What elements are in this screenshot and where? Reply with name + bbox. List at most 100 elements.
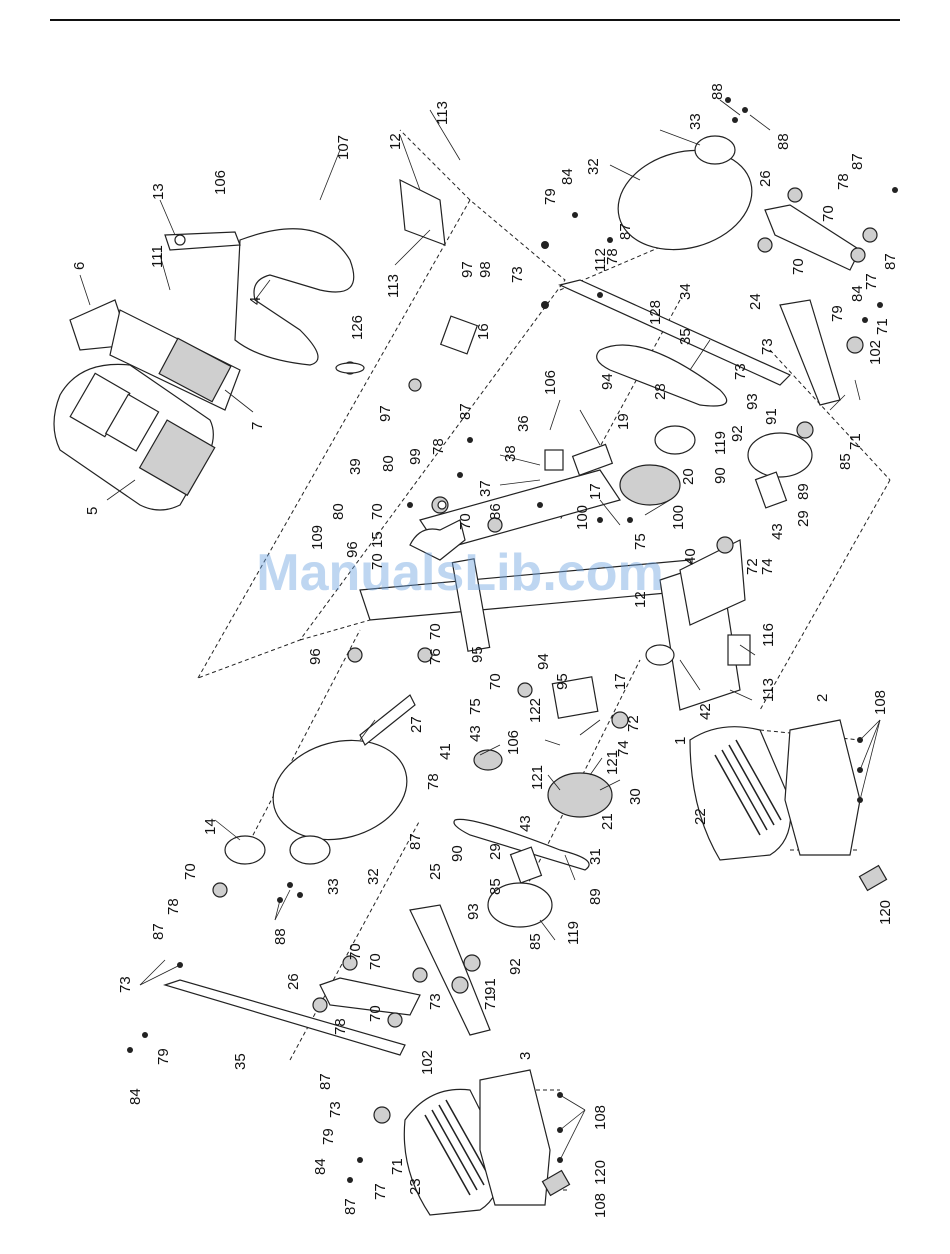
part-label: 113 xyxy=(385,274,402,298)
part-label: 111 xyxy=(149,245,166,268)
part-label: 95 xyxy=(554,673,571,690)
part-label: 80 xyxy=(380,455,397,472)
part-label: 95 xyxy=(469,646,486,663)
spring-126 xyxy=(335,362,365,374)
part-label: 17 xyxy=(587,483,604,500)
part-label: 28 xyxy=(652,383,669,400)
part-label: 14 xyxy=(202,818,219,835)
part-label: 119 xyxy=(712,431,729,455)
part-label: 85 xyxy=(487,878,504,895)
part-label: 31 xyxy=(587,848,604,865)
pedal-plate-3 xyxy=(479,1069,551,1206)
part-label: 78 xyxy=(604,248,621,265)
part-label: 70 xyxy=(487,673,504,690)
part-label: 86 xyxy=(487,503,504,520)
main-frame xyxy=(359,469,746,711)
part-label: 78 xyxy=(430,438,447,455)
part-label: 35 xyxy=(677,328,694,345)
part-label: 7 xyxy=(249,422,266,430)
console-group xyxy=(53,178,446,511)
part-label: 19 xyxy=(615,413,632,430)
part-label: 26 xyxy=(285,973,302,990)
part-label: 21 xyxy=(599,813,616,830)
plate-122 xyxy=(551,676,599,719)
part-label: 70 xyxy=(182,863,199,880)
part-label: 16 xyxy=(475,323,492,340)
part-label: 102 xyxy=(419,1050,436,1075)
part-label: 84 xyxy=(559,168,576,185)
part-label: 112 xyxy=(592,248,609,272)
part-label: 120 xyxy=(877,900,894,925)
belt-31 xyxy=(453,818,590,871)
part-label: 121 xyxy=(529,765,546,790)
part-label: 88 xyxy=(775,133,792,150)
console-tray xyxy=(158,337,232,403)
part-label: 71 xyxy=(482,993,499,1010)
part-label: 79 xyxy=(320,1128,337,1145)
part-label: 70 xyxy=(347,943,364,960)
part-label: 78 xyxy=(425,773,442,790)
part-label: 43 xyxy=(467,725,484,742)
foot-120-right xyxy=(858,864,888,892)
block-38 xyxy=(544,449,564,471)
arm-35-upper xyxy=(558,279,792,386)
part-label: 79 xyxy=(829,305,846,322)
foot-120-left xyxy=(541,1169,571,1197)
part-label: 70 xyxy=(790,258,807,275)
disc-119-upper xyxy=(747,432,813,478)
mount-116 xyxy=(727,634,751,666)
part-label: 70 xyxy=(367,953,384,970)
part-label: 126 xyxy=(349,315,366,340)
part-label: 74 xyxy=(759,558,776,575)
part-label: 78 xyxy=(165,898,182,915)
part-label: 102 xyxy=(867,340,884,365)
disc-32-lower xyxy=(272,739,408,841)
part-label: 91 xyxy=(763,408,780,425)
part-label: 39 xyxy=(347,458,364,475)
part-label: 2 xyxy=(814,694,831,702)
disc-119-lower xyxy=(487,882,553,928)
part-label: 93 xyxy=(744,393,761,410)
part-label: 6 xyxy=(71,262,88,270)
part-label: 107 xyxy=(335,135,352,160)
part-label: 73 xyxy=(117,976,134,993)
part-label: 75 xyxy=(467,698,484,715)
pulley-41 xyxy=(473,749,503,771)
part-label: 4 xyxy=(247,297,264,305)
part-label: 35 xyxy=(232,1053,249,1070)
part-label: 94 xyxy=(535,653,552,670)
part-label: 78 xyxy=(835,173,852,190)
pedal-left xyxy=(403,1069,551,1216)
part-label: 98 xyxy=(477,261,494,278)
link-26-upper xyxy=(764,204,861,271)
pulley-20 xyxy=(619,464,681,506)
part-label: 43 xyxy=(517,815,534,832)
part-label: 97 xyxy=(459,261,476,278)
part-label: 32 xyxy=(365,868,382,885)
part-label: 87 xyxy=(317,1073,334,1090)
leader-lines xyxy=(79,99,881,1161)
part-label: 90 xyxy=(712,467,729,484)
part-label: 100 xyxy=(670,505,687,530)
part-label: 26 xyxy=(757,170,774,187)
frame-post xyxy=(451,558,491,652)
part-label: 108 xyxy=(592,1105,609,1130)
part-label: 89 xyxy=(795,483,812,500)
part-label: 121 xyxy=(604,750,621,775)
hub-33-lower xyxy=(289,835,331,865)
part-label: 32 xyxy=(585,158,602,175)
cover-plate xyxy=(399,178,446,246)
part-label: 43 xyxy=(769,523,786,540)
part-label: 85 xyxy=(527,933,544,950)
part-label: 5 xyxy=(84,507,101,515)
part-label: 87 xyxy=(849,153,866,170)
part-label: 3 xyxy=(517,1052,534,1060)
part-label: 29 xyxy=(487,843,504,860)
bracket-29-lower xyxy=(509,846,543,884)
part-label: 122 xyxy=(527,698,544,723)
part-label: 84 xyxy=(312,1158,329,1175)
part-label: 70 xyxy=(369,553,386,570)
part-label: 27 xyxy=(408,716,425,733)
watermark: ManualsLib.com xyxy=(256,544,663,602)
part-label: 71 xyxy=(847,433,864,450)
